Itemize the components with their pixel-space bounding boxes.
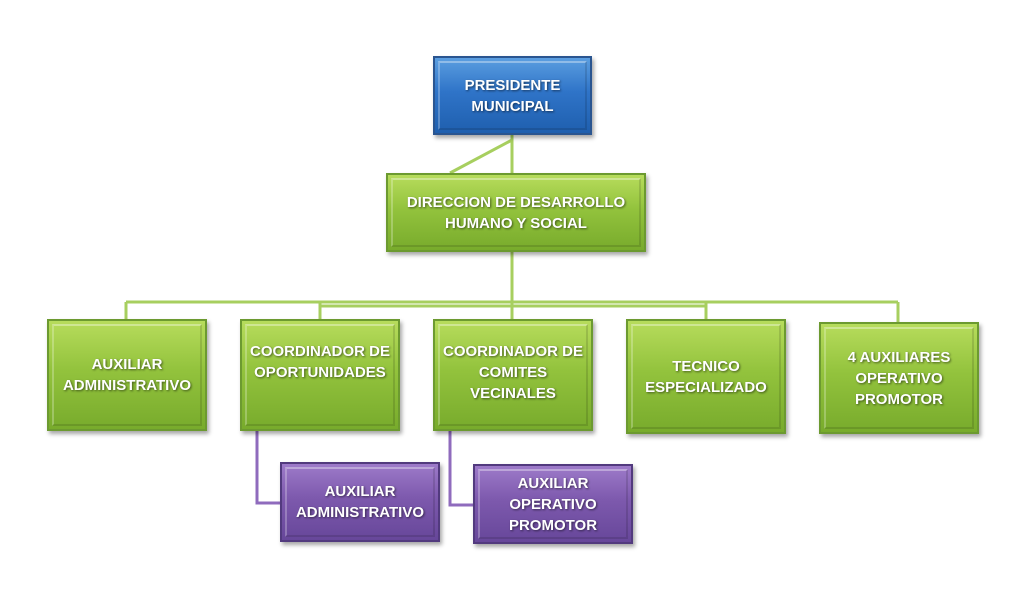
sub-aux-admin-label: AUXILIAR ADMINISTRATIVO — [295, 483, 425, 521]
president-box[interactable]: PRESIDENTE MUNICIPAL — [433, 56, 592, 135]
sub-aux-operativo-box[interactable]: AUXILIAR OPERATIVO PROMOTOR — [473, 464, 633, 544]
aux-admin-box[interactable]: AUXILIAR ADMINISTRATIVO — [47, 319, 207, 431]
aux-operativo-box[interactable]: 4 AUXILIARES OPERATIVO PROMOTOR — [819, 322, 979, 434]
coord-oportunidades-box[interactable]: COORDINADOR DE OPORTUNIDADES — [240, 319, 400, 431]
coord-comites-label: COORDINADOR DE COMITES VECINALES — [442, 343, 583, 402]
tecnico-box[interactable]: TECNICO ESPECIALIZADO — [626, 319, 786, 434]
tecnico-label: TECNICO ESPECIALIZADO — [645, 357, 767, 396]
connector-oport-sub — [255, 431, 280, 505]
connector-president-direction-diag — [449, 138, 513, 175]
sub-aux-admin-box[interactable]: AUXILIAR ADMINISTRATIVO — [280, 462, 440, 542]
direction-label: DIRECCION DE DESARROLLO HUMANO Y SOCIAL — [406, 193, 626, 232]
aux-operativo-label: 4 AUXILIARES OPERATIVO PROMOTOR — [847, 348, 951, 408]
direction-box[interactable]: DIRECCION DE DESARROLLO HUMANO Y SOCIAL — [386, 173, 646, 252]
aux-admin-label: AUXILIAR ADMINISTRATIVO — [62, 356, 192, 394]
coord-comites-box[interactable]: COORDINADOR DE COMITES VECINALES — [433, 319, 593, 431]
connector-comites-sub — [448, 431, 473, 507]
coord-oportunidades-label: COORDINADOR DE OPORTUNIDADES — [249, 343, 390, 381]
president-label: PRESIDENTE MUNICIPAL — [464, 76, 561, 115]
sub-aux-operativo-label: AUXILIAR OPERATIVO PROMOTOR — [508, 474, 598, 534]
